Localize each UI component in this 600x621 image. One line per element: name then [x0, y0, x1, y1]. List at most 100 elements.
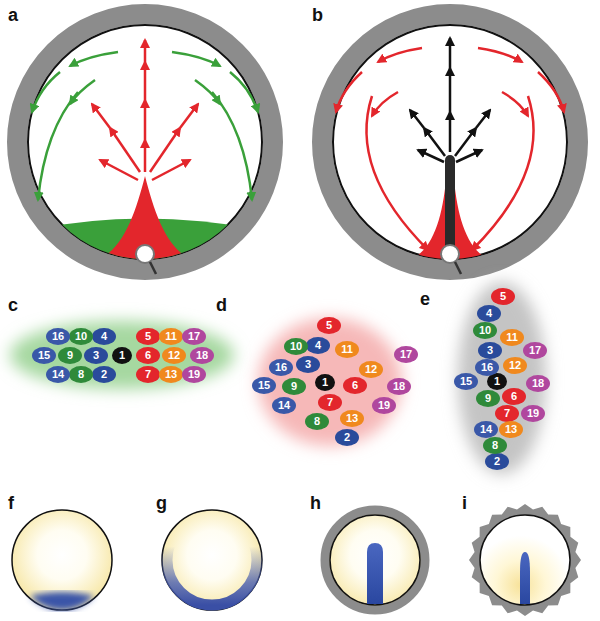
cell-number: 6	[352, 380, 358, 391]
cell-ellipse: 16	[475, 359, 499, 376]
cell-number: 17	[400, 349, 412, 360]
panel-letter: h	[310, 494, 321, 512]
cell-number: 10	[479, 325, 491, 336]
cell-ellipse: 16	[46, 328, 70, 345]
cell-ellipse: 10	[69, 328, 93, 345]
cell-number: 8	[314, 416, 320, 427]
cell-ellipse: 16	[269, 359, 293, 376]
cell-ellipse: 18	[387, 378, 411, 395]
cell-ellipse: 2	[485, 453, 509, 470]
cell-number: 6	[511, 391, 517, 402]
cell-ellipse: 4	[477, 305, 501, 322]
cell-ellipse: 6	[343, 377, 367, 394]
cell-ellipse: 14	[474, 421, 498, 438]
cell-number: 4	[315, 340, 321, 351]
cell-number: 4	[486, 308, 492, 319]
cell-number: 10	[75, 331, 87, 342]
panel-letter: b	[312, 6, 323, 24]
cell-ellipse: 17	[394, 346, 418, 363]
panel-letter: a	[8, 6, 18, 24]
cell-number: 9	[485, 393, 491, 404]
cell-number: 14	[52, 369, 64, 380]
cell-number: 5	[500, 291, 506, 302]
center-cell: 1	[112, 347, 132, 364]
cell-ellipse: 19	[372, 397, 396, 414]
cell-ellipse: 8	[483, 437, 507, 454]
cell-number: 3	[93, 350, 99, 361]
cell-ellipse: 13	[499, 421, 523, 438]
cell-number: 16	[275, 362, 287, 373]
cell-number: 6	[145, 350, 151, 361]
panel-letter: d	[216, 296, 227, 314]
cell-ellipse: 9	[476, 390, 500, 407]
cell-number: 12	[365, 364, 377, 375]
cell-number: 13	[346, 413, 358, 424]
cell-number: 14	[278, 400, 290, 411]
cell-number: 15	[460, 376, 472, 387]
panel-g-drawing	[162, 510, 262, 610]
cell-ellipse: 4	[92, 328, 116, 345]
panel-letter: e	[420, 290, 430, 308]
cell-ellipse: 2	[335, 429, 359, 446]
cell-ellipse: 10	[284, 338, 308, 355]
cell-number: 11	[506, 332, 518, 343]
cell-number: 19	[527, 408, 539, 419]
cell-ellipse: 7	[318, 394, 342, 411]
cell-number: 9	[291, 381, 297, 392]
cell-ellipse: 13	[159, 366, 183, 383]
cell-number: 5	[145, 331, 151, 342]
cell-ellipse: 9	[282, 378, 306, 395]
cell-number: 1	[119, 350, 125, 361]
green-glow	[10, 321, 234, 389]
cell-number: 2	[494, 456, 500, 467]
cell-number: 19	[188, 369, 200, 380]
cell-number: 17	[529, 345, 541, 356]
cell-ellipse: 5	[136, 328, 160, 345]
red-glow	[258, 318, 402, 446]
cell-ellipse: 6	[136, 347, 160, 364]
cell-ellipse: 11	[335, 341, 359, 358]
grey-glow	[458, 282, 546, 474]
cell-ellipse: 7	[495, 405, 519, 422]
cell-number: 3	[305, 359, 311, 370]
center-cell: 1	[315, 374, 335, 391]
cell-ellipse: 8	[69, 366, 93, 383]
cell-ellipse: 13	[340, 410, 364, 427]
cell-number: 8	[492, 440, 498, 451]
cell-number: 16	[52, 331, 64, 342]
cell-ellipse: 18	[526, 375, 550, 392]
cell-ellipse: 3	[84, 347, 108, 364]
cell-ellipse: 14	[46, 366, 70, 383]
cell-number: 1	[322, 377, 328, 388]
cell-ellipse: 12	[162, 347, 186, 364]
cell-number: 10	[290, 341, 302, 352]
panel-letter: i	[462, 494, 467, 512]
cell-number: 5	[326, 320, 332, 331]
cell-ellipse: 8	[305, 413, 329, 430]
cell-number: 12	[509, 360, 521, 371]
cell-number: 13	[165, 369, 177, 380]
cell-number: 9	[67, 350, 73, 361]
cell-number: 1	[494, 376, 500, 387]
panel-letter: c	[8, 296, 18, 314]
cell-number: 18	[393, 381, 405, 392]
cell-number: 16	[481, 362, 493, 373]
cell-number: 12	[168, 350, 180, 361]
panel-letter: f	[8, 494, 14, 512]
cell-number: 8	[78, 369, 84, 380]
cell-ellipse: 15	[252, 377, 276, 394]
cell-ellipse: 18	[190, 347, 214, 364]
cell-ellipse: 17	[182, 328, 206, 345]
cell-ellipse: 3	[478, 342, 502, 359]
cell-number: 3	[487, 345, 493, 356]
cell-ellipse: 5	[491, 288, 515, 305]
cell-number: 2	[344, 432, 350, 443]
cell-number: 15	[38, 350, 50, 361]
panel-f-drawing	[12, 510, 112, 610]
cell-number: 17	[188, 331, 200, 342]
cell-ellipse: 11	[159, 328, 183, 345]
cell-number: 7	[327, 397, 333, 408]
cell-ellipse: 3	[296, 356, 320, 373]
cell-ellipse: 12	[503, 357, 527, 374]
